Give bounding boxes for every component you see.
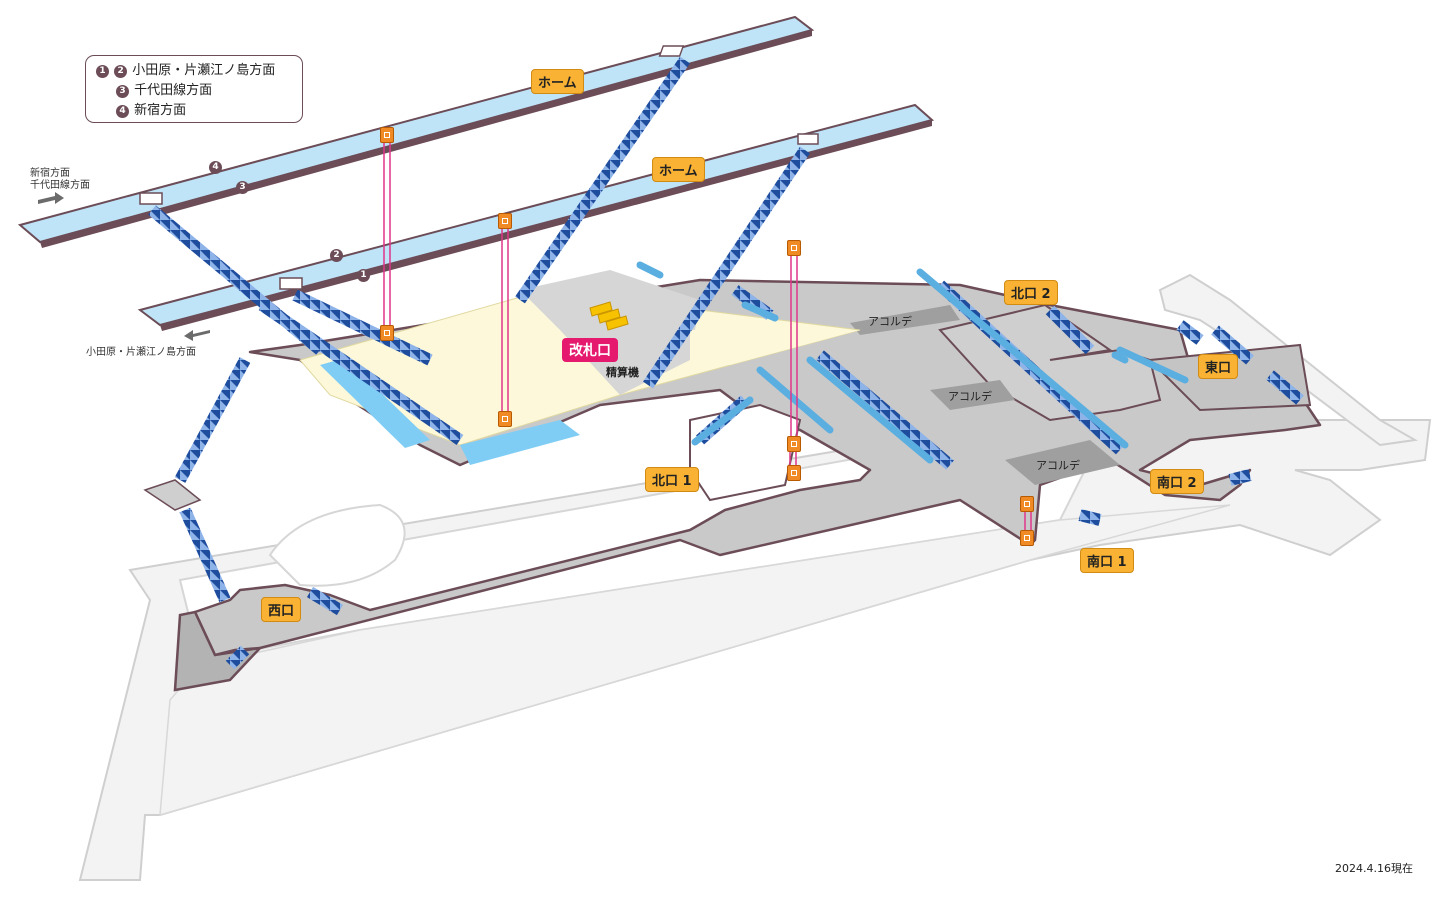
direction-shinjuku-label: 新宿方面 bbox=[30, 168, 70, 179]
track-1-badge: 1 bbox=[357, 269, 370, 282]
legend: 1 2 小田原・片瀬江ノ島方面 3 千代田線方面 4 新宿方面 bbox=[85, 55, 303, 123]
direction-arrow-icon bbox=[38, 192, 64, 204]
ticket-gates bbox=[589, 301, 629, 331]
exit-east[interactable]: 東口 bbox=[1198, 354, 1239, 379]
platform-upper-label[interactable]: ホーム bbox=[531, 69, 584, 94]
platform-lower-label[interactable]: ホーム bbox=[652, 157, 705, 182]
legend-row-chiyoda: 3 千代田線方面 bbox=[96, 81, 292, 101]
escalator-icon bbox=[916, 268, 1129, 449]
track-number-badge: 2 bbox=[114, 65, 128, 78]
elevator-icon[interactable] bbox=[498, 411, 512, 427]
legend-row-odawara: 1 2 小田原・片瀬江ノ島方面 bbox=[96, 61, 292, 81]
track-4-badge: 4 bbox=[209, 161, 222, 174]
exit-north-1[interactable]: 北口 1 bbox=[645, 467, 699, 492]
legend-row-shinjuku: 4 新宿方面 bbox=[96, 101, 292, 121]
ticket-gate-label[interactable]: 改札口 bbox=[562, 338, 618, 362]
exit-south-2[interactable]: 南口 2 bbox=[1150, 469, 1204, 494]
elevator-icon[interactable] bbox=[380, 325, 394, 341]
legend-text: 千代田線方面 bbox=[134, 83, 213, 98]
tenant-acorde-2: アコルデ bbox=[948, 390, 992, 403]
stairs bbox=[148, 56, 1304, 670]
legend-text: 新宿方面 bbox=[134, 103, 187, 118]
tenant-acorde-3: アコルデ bbox=[1036, 459, 1080, 472]
fare-adjustment-label: 精算機 bbox=[606, 366, 639, 379]
elevator-icon[interactable] bbox=[787, 240, 801, 256]
direction-odawara-label: 小田原・片瀬江ノ島方面 bbox=[86, 347, 196, 358]
track-number-badge: 4 bbox=[116, 105, 129, 118]
track-3-badge: 3 bbox=[236, 181, 249, 194]
tenant-acorde-1: アコルデ bbox=[868, 315, 912, 328]
elevator-icon[interactable] bbox=[380, 127, 394, 143]
escalators bbox=[636, 261, 1189, 464]
gate-area bbox=[299, 270, 861, 465]
elevator-icon[interactable] bbox=[498, 213, 512, 229]
platforms bbox=[17, 15, 935, 331]
date-stamp: 2024.4.16現在 bbox=[1335, 862, 1413, 875]
track-2-badge: 2 bbox=[330, 249, 343, 262]
elevator-icon[interactable] bbox=[1020, 496, 1034, 512]
legend-text: 小田原・片瀬江ノ島方面 bbox=[132, 63, 276, 78]
exit-west[interactable]: 西口 bbox=[261, 597, 302, 622]
exit-south-1[interactable]: 南口 1 bbox=[1080, 548, 1134, 573]
direction-chiyoda-label: 千代田線方面 bbox=[30, 180, 90, 191]
exit-north-2[interactable]: 北口 2 bbox=[1004, 280, 1058, 305]
direction-arrows bbox=[38, 192, 210, 341]
elevator-icon[interactable] bbox=[787, 465, 801, 481]
elevator-icon[interactable] bbox=[1020, 530, 1034, 546]
elevator-icon[interactable] bbox=[787, 436, 801, 452]
track-number-badge: 1 bbox=[96, 65, 109, 78]
track-number-badge: 3 bbox=[116, 85, 129, 98]
